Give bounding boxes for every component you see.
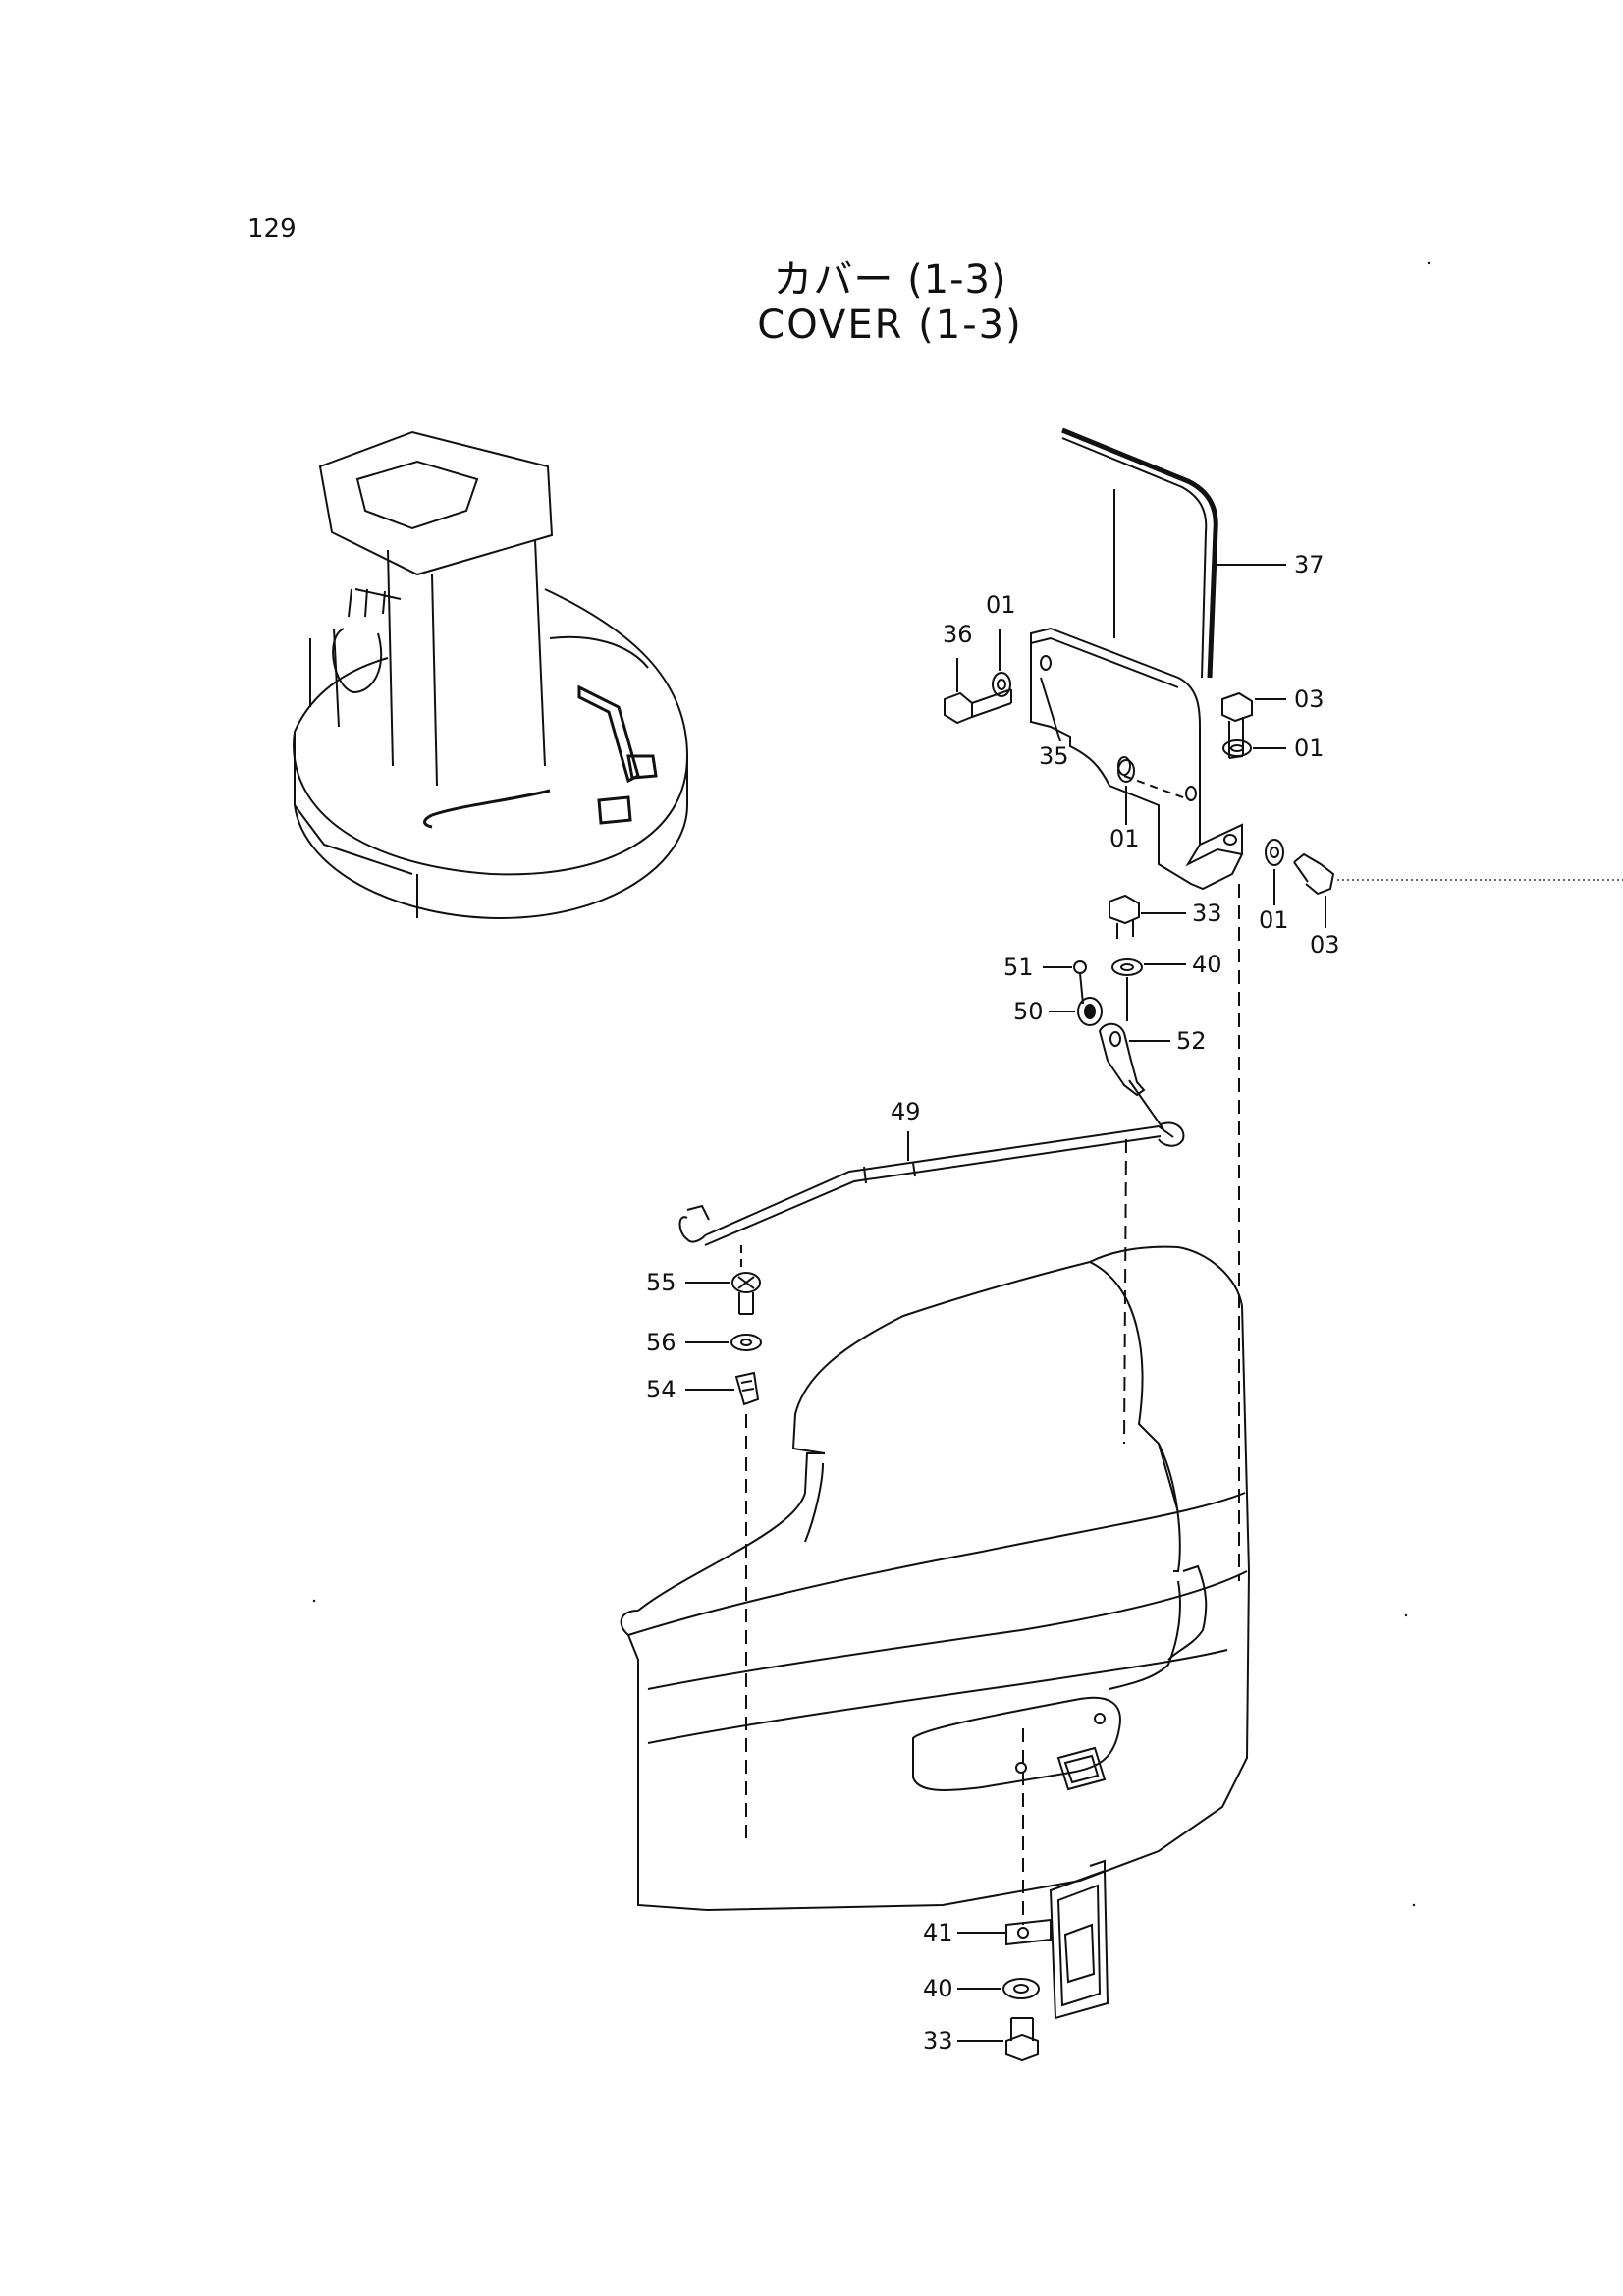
page-title-english: COVER (1-3): [757, 302, 1023, 348]
part-55-screw: [731, 1272, 761, 1315]
callout-54: 54: [646, 1376, 676, 1403]
part-52-clamp: [1098, 1022, 1164, 1130]
callout-01b: 01: [1294, 735, 1325, 762]
part-40-washer-b: [1002, 1978, 1040, 1999]
part-54-clip: [734, 1371, 760, 1406]
callout-01c: 01: [1109, 825, 1140, 852]
part-01-washer-b: [1222, 739, 1252, 757]
part-49-rod: [678, 1121, 1185, 1246]
part-37-seal: [1061, 427, 1218, 679]
callout-01a: 01: [986, 591, 1016, 619]
part-33-bolt-a: [1109, 894, 1140, 939]
callout-37: 37: [1294, 551, 1325, 578]
callout-49: 49: [891, 1098, 921, 1125]
callout-33a: 33: [1192, 900, 1222, 927]
main-cover-panel: [620, 1245, 1251, 1912]
assembly-lines: [745, 884, 1240, 1925]
callout-labels: 37 01 36 03 01 35 01 01 03 33 51 40 50 5…: [646, 551, 1340, 2054]
callout-52: 52: [1176, 1027, 1207, 1055]
leader-35: [1040, 677, 1061, 742]
callout-51: 51: [1003, 954, 1034, 981]
page-number: 129: [247, 214, 297, 244]
callout-56: 56: [646, 1329, 676, 1356]
part-35-bracket: [1030, 627, 1244, 891]
part-01-washer-d: [1265, 839, 1284, 866]
part-01-washer-c: [1117, 759, 1135, 783]
callout-40b: 40: [923, 1975, 953, 2002]
part-36-bolt: [944, 688, 1012, 725]
page-title-japanese: カバー (1-3): [773, 257, 1007, 302]
callout-35: 35: [1039, 742, 1069, 770]
part-03-bolt-b: [1293, 852, 1335, 896]
part-51-pin: [1073, 960, 1087, 1005]
part-56-washer: [730, 1334, 762, 1351]
part-50-washer: [1077, 997, 1103, 1026]
part-03-bolt-a: [1221, 691, 1253, 759]
callout-03a: 03: [1294, 685, 1325, 713]
callout-40a: 40: [1192, 951, 1222, 978]
callout-36: 36: [943, 621, 973, 648]
callout-50: 50: [1013, 998, 1044, 1025]
machine-overview-illustration: [293, 430, 689, 920]
callout-55: 55: [646, 1269, 676, 1296]
callout-33b: 33: [923, 2027, 953, 2054]
callout-03b: 03: [1310, 931, 1340, 958]
part-40-washer-a: [1111, 958, 1143, 976]
callout-41: 41: [923, 1919, 953, 1946]
callout-01d: 01: [1259, 906, 1289, 934]
part-41-handle: [1005, 1859, 1109, 2020]
part-01-washer-a: [992, 672, 1011, 697]
part-33-bolt-b: [1005, 2017, 1039, 2062]
